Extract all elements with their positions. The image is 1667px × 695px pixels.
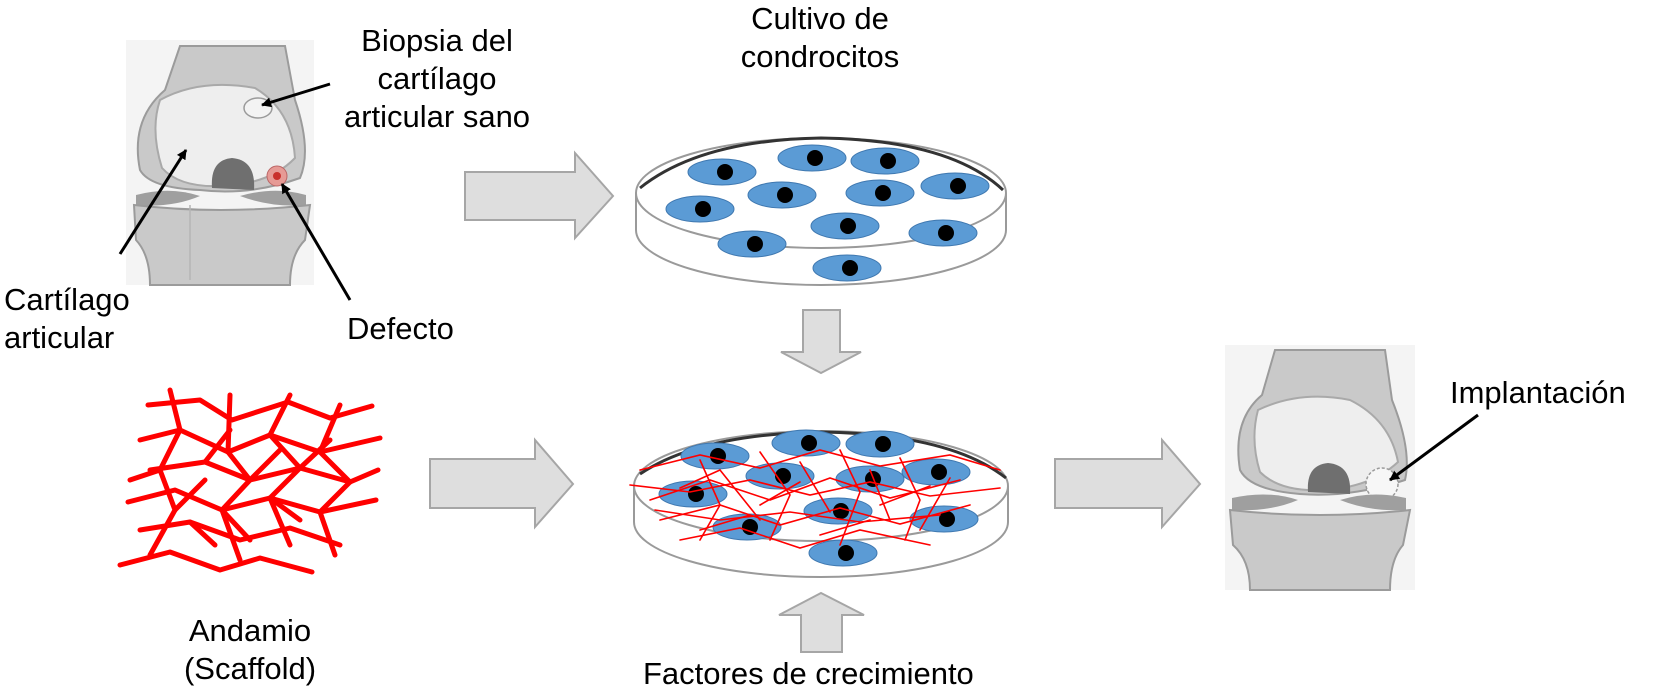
- cell-nucleus: [742, 519, 758, 535]
- cell-nucleus: [931, 464, 947, 480]
- cell-nucleus: [717, 164, 733, 180]
- cell-nucleus: [950, 178, 966, 194]
- cell-nucleus: [747, 236, 763, 252]
- cell-nucleus: [688, 486, 704, 502]
- cell-nucleus: [938, 225, 954, 241]
- scaffold-fibers-in-dish: [629, 449, 1001, 549]
- arrow-biopsy-to-culture: [464, 150, 615, 241]
- label-cartilago: Cartílago articular: [4, 281, 130, 357]
- label-biopsia-line2: cartílago: [377, 61, 497, 96]
- cell-nucleus: [801, 435, 817, 451]
- cell-nucleus: [840, 218, 856, 234]
- label-andamio-line2: (Scaffold): [183, 651, 317, 686]
- cell-nucleus: [777, 187, 793, 203]
- arrow-culture-to-construct: [780, 309, 862, 375]
- label-defecto: Defecto: [347, 311, 454, 346]
- cell-nucleus: [875, 185, 891, 201]
- chondrocyte-cells: [665, 144, 990, 282]
- cell-nucleus: [842, 260, 858, 276]
- label-biopsia-line1: Biopsia del: [361, 23, 513, 58]
- label-biopsia-line3: articular sano: [343, 99, 531, 134]
- arrow-growth-factors: [778, 591, 865, 653]
- cell-nucleus: [695, 201, 711, 217]
- label-biopsia: Biopsia del cartílago articular sano: [322, 22, 552, 136]
- label-factores: Factores de crecimiento: [643, 656, 974, 691]
- pointer-defecto: [280, 183, 352, 301]
- label-andamio: Andamio (Scaffold): [150, 612, 350, 688]
- scaffold-mesh: [117, 387, 383, 575]
- cell-nucleus: [807, 150, 823, 166]
- arrow-construct-to-implant: [1054, 437, 1202, 530]
- label-cultivo-line1: Cultivo de: [751, 1, 889, 36]
- cell-nucleus: [880, 153, 896, 169]
- label-implantacion: Implantación: [1450, 375, 1626, 410]
- cell-nucleus: [875, 436, 891, 452]
- petri-dish-culture: [635, 136, 1007, 286]
- label-cultivo: Cultivo de condrocitos: [700, 0, 940, 76]
- petri-dish-construct: [629, 429, 1009, 578]
- cell-nucleus: [710, 448, 726, 464]
- cell-nucleus: [833, 503, 849, 519]
- arrow-scaffold-to-construct: [429, 437, 575, 530]
- label-andamio-line1: Andamio: [188, 613, 312, 648]
- pointer-implantacion: [1389, 413, 1479, 482]
- knee-joint-before: [126, 40, 314, 286]
- cell-nucleus: [939, 511, 955, 527]
- pointer-cartilago: [118, 149, 188, 255]
- cell-nucleus: [838, 545, 854, 561]
- label-cultivo-line2: condrocitos: [740, 39, 900, 74]
- label-cartilago-line2: articular: [4, 320, 115, 355]
- label-cartilago-line1: Cartílago: [4, 282, 130, 317]
- knee-joint-after: [1225, 345, 1415, 591]
- pointer-biopsia: [261, 82, 331, 108]
